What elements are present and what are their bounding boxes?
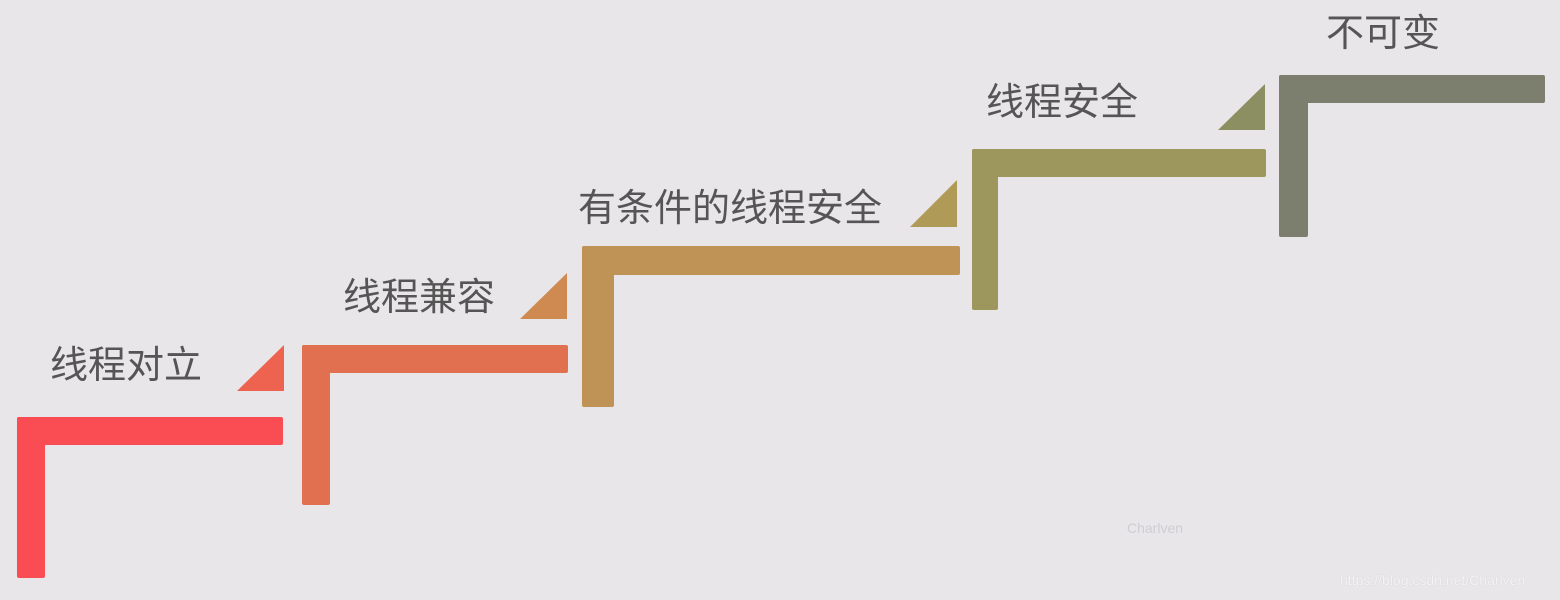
step-2-vertical-bar (302, 345, 330, 505)
step-5-horizontal-bar (1279, 75, 1545, 103)
url-watermark: https://blog.csdn.net/Charlven (1340, 572, 1526, 588)
step-5-vertical-bar (1279, 75, 1308, 237)
step-4-vertical-bar (972, 149, 998, 310)
step-4-horizontal-bar (972, 149, 1266, 177)
step-2-arrow-triangle-icon (520, 273, 567, 319)
step-3-arrow-triangle-icon (910, 180, 957, 227)
step-1-vertical-bar (17, 417, 45, 578)
step-5-label: 不可变 (1326, 11, 1441, 55)
step-3-vertical-bar (582, 246, 614, 407)
step-1-arrow-triangle-icon (237, 345, 284, 391)
step-1-horizontal-bar (17, 417, 283, 445)
step-2-label: 线程兼容 (343, 275, 496, 319)
step-1-label: 线程对立 (50, 343, 203, 387)
step-2-horizontal-bar (302, 345, 568, 373)
author-watermark: Charlven (1127, 520, 1184, 536)
step-4-arrow-triangle-icon (1218, 84, 1265, 130)
step-3-label: 有条件的线程安全 (578, 186, 883, 230)
step-3-horizontal-bar (582, 246, 960, 275)
step-4-label: 线程安全 (986, 80, 1139, 124)
